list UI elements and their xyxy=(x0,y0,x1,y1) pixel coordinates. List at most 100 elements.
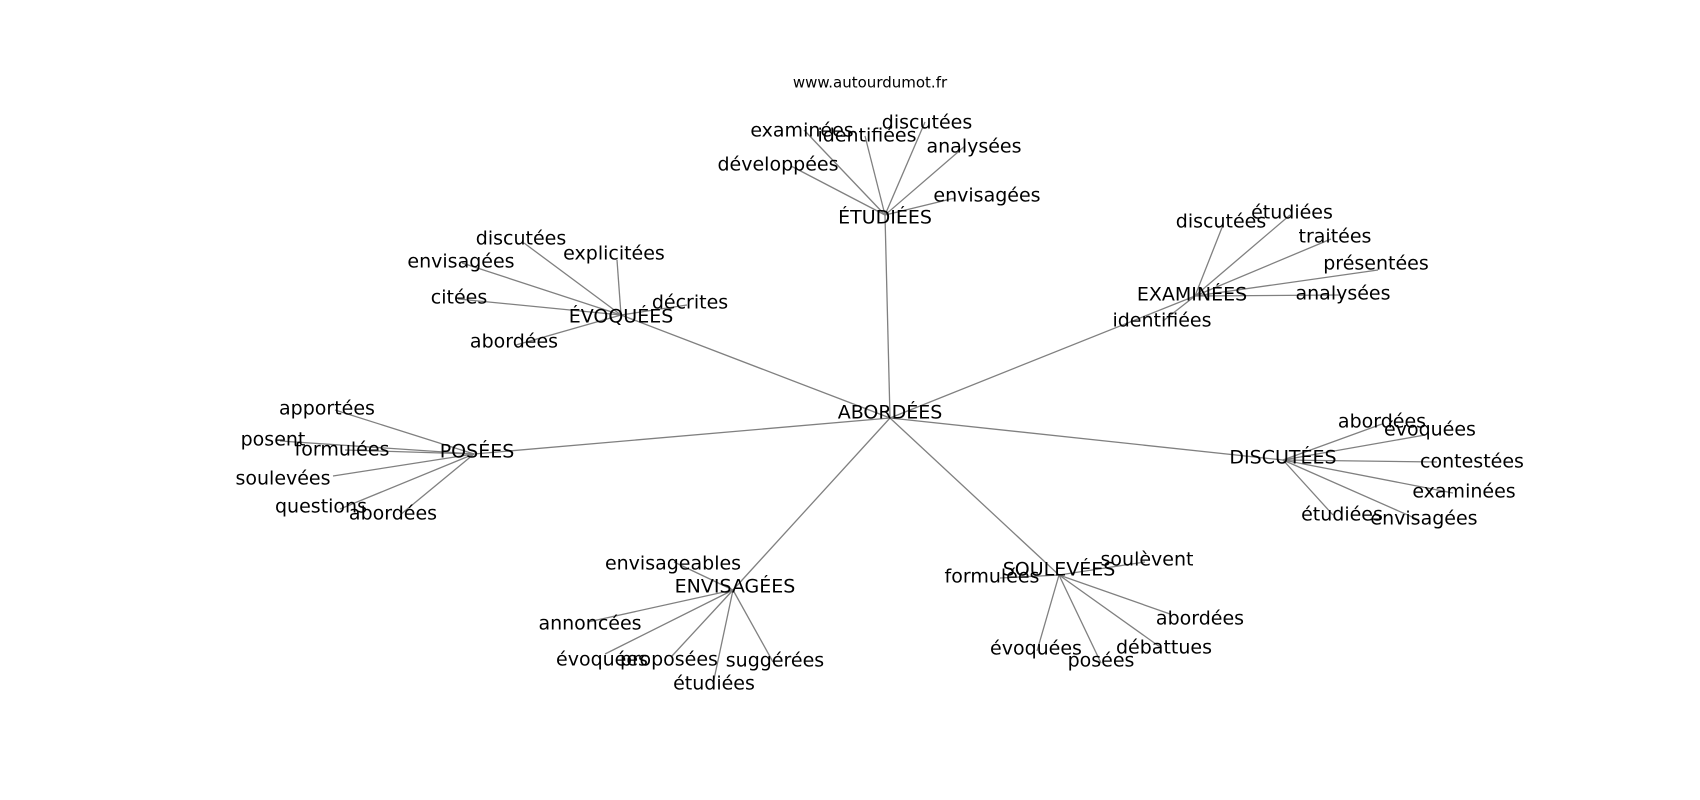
edge-envisagees-leaf-1 xyxy=(587,589,734,623)
edge-evoquees-leaf-1 xyxy=(616,259,622,316)
leaf-node-discutees-0: abordées xyxy=(1338,411,1426,433)
leaf-node-evoquees-5: abordées xyxy=(470,331,558,353)
edge-soulevees-leaf-1 xyxy=(999,574,1060,579)
edge-posees-leaf-1 xyxy=(279,440,475,455)
leaf-node-evoquees-0: discutées xyxy=(476,228,566,250)
leaf-node-examinees-4: analysées xyxy=(1295,283,1390,305)
center-node-label: ABORDÉES xyxy=(838,401,943,424)
edge-discutees-leaf-3 xyxy=(1282,459,1454,494)
edge-etudiees-leaf-2 xyxy=(884,121,926,216)
leaf-node-envisagees-0: envisageables xyxy=(605,553,741,575)
edge-etudiees-leaf-4 xyxy=(790,165,886,216)
edge-evoquees-leaf-5 xyxy=(515,314,622,346)
cluster-node-envisagees: ENVISAGÉES xyxy=(675,575,796,598)
edge-envisagees-leaf-2 xyxy=(604,589,734,655)
leaf-node-posees-4: questions xyxy=(275,496,367,518)
edge-envisagees-leaf-4 xyxy=(732,589,774,663)
leaf-node-examinees-3: présentées xyxy=(1323,253,1429,275)
edge-evoquees-leaf-3 xyxy=(457,298,622,316)
leaf-node-evoquees-3: citées xyxy=(431,287,487,309)
leaf-node-discutees-5: envisagées xyxy=(1370,508,1477,530)
leaf-node-envisagees-2: évoquées xyxy=(556,649,648,671)
edge-envisagees-leaf-3 xyxy=(671,589,734,657)
edge-etudiees-leaf-1 xyxy=(864,135,886,216)
edge-posees-leaf-5 xyxy=(399,453,475,516)
cluster-node-examinees: EXAMINÉES xyxy=(1137,283,1247,306)
leaf-node-etudiees-5: envisagées xyxy=(933,185,1040,207)
leaf-node-posees-3: soulevées xyxy=(235,468,330,490)
edge-soulevees-leaf-0 xyxy=(1058,561,1146,576)
edge-examinees-leaf-5 xyxy=(1162,295,1196,322)
cluster-node-soulevees: SOULEVÉES xyxy=(1003,558,1116,581)
edge-evoquees-leaf-4 xyxy=(620,304,688,316)
edge-discutees-leaf-1 xyxy=(1282,434,1426,461)
leaf-node-examinees-2: traitées xyxy=(1299,226,1372,248)
edge-posees-leaf-3 xyxy=(332,453,475,477)
cluster-node-posees: POSÉES xyxy=(440,440,515,463)
edge-center-discutees xyxy=(889,417,1284,461)
leaf-node-envisagees-5: étudiées xyxy=(673,673,755,695)
leaf-node-etudiees-1: identifiées xyxy=(817,125,916,147)
edge-evoquees-leaf-0 xyxy=(523,242,622,316)
edge-posees-leaf-0 xyxy=(334,409,475,455)
leaf-node-discutees-1: évoquées xyxy=(1384,419,1476,441)
edge-soulevees-leaf-5 xyxy=(1058,574,1102,664)
edge-examinees-leaf-3 xyxy=(1194,269,1379,297)
graph-edges xyxy=(279,121,1454,685)
edge-soulevees-leaf-3 xyxy=(1036,574,1060,652)
leaf-node-examinees-0: discutées xyxy=(1176,211,1266,233)
edge-examinees-leaf-1 xyxy=(1194,214,1291,297)
cluster-node-discutees: DISCUTÉES xyxy=(1229,446,1336,469)
leaf-node-envisagees-1: annoncées xyxy=(538,613,641,635)
cluster-node-evoquees: ÉVOQUÉES xyxy=(569,305,674,328)
source-label: www.autourdumot.fr xyxy=(793,74,948,92)
cluster-node-etudiees: ÉTUDIÉES xyxy=(838,206,932,229)
leaf-node-posees-0: apportées xyxy=(279,398,375,420)
edge-etudiees-leaf-3 xyxy=(884,145,966,216)
leaf-node-soulevees-3: évoquées xyxy=(990,638,1082,660)
edge-etudiees-leaf-5 xyxy=(884,197,956,216)
leaf-node-evoquees-1: explicitées xyxy=(563,243,665,265)
leaf-node-examinees-5: identifiées xyxy=(1112,310,1211,332)
leaf-node-soulevees-4: débattues xyxy=(1116,637,1212,659)
edge-examinees-leaf-0 xyxy=(1194,224,1224,297)
leaf-node-etudiees-3: analysées xyxy=(926,136,1021,158)
edge-discutees-leaf-4 xyxy=(1282,459,1334,516)
leaf-node-soulevees-2: abordées xyxy=(1156,608,1244,630)
leaf-node-etudiees-4: développées xyxy=(718,154,839,176)
edge-posees-leaf-4 xyxy=(339,453,475,510)
edge-center-posees xyxy=(473,417,891,455)
leaf-node-soulevees-5: posées xyxy=(1068,650,1135,672)
edge-center-examinees xyxy=(889,295,1196,419)
edge-posees-leaf-2 xyxy=(344,449,475,455)
leaf-node-discutees-3: examinées xyxy=(1412,481,1515,503)
leaf-node-examinees-1: étudiées xyxy=(1251,202,1333,224)
leaf-node-posees-1: posent xyxy=(241,429,306,451)
edge-examinees-leaf-2 xyxy=(1194,238,1332,297)
leaf-node-envisagees-3: proposées xyxy=(620,649,718,671)
edge-center-etudiees xyxy=(884,214,891,419)
edge-center-envisagees xyxy=(732,417,891,591)
edge-discutees-leaf-5 xyxy=(1282,459,1420,521)
edge-center-soulevees xyxy=(889,417,1060,576)
edge-envisagees-leaf-0 xyxy=(673,561,734,591)
leaf-node-evoquees-4: décrites xyxy=(652,292,728,314)
edge-etudiees-leaf-0 xyxy=(803,129,886,216)
leaf-node-posees-2: formulées xyxy=(295,439,390,461)
leaf-node-evoquees-2: envisagées xyxy=(407,251,514,273)
edge-soulevees-leaf-4 xyxy=(1058,574,1161,648)
leaf-node-etudiees-2: discutées xyxy=(882,112,972,134)
edge-evoquees-leaf-2 xyxy=(461,262,622,316)
graph-labels: www.autourdumot.fr ABORDÉES ÉTUDIÉES exami… xyxy=(235,74,1523,695)
edge-envisagees-leaf-5 xyxy=(712,589,734,685)
edge-examinees-leaf-4 xyxy=(1194,294,1341,297)
leaf-node-etudiees-0: examinées xyxy=(750,120,853,142)
leaf-node-envisagees-4: suggérées xyxy=(726,650,824,672)
leaf-node-discutees-4: étudiées xyxy=(1301,504,1383,526)
edge-discutees-leaf-0 xyxy=(1282,423,1383,461)
leaf-node-posees-5: abordées xyxy=(349,503,437,525)
leaf-node-soulevees-1: formulées xyxy=(945,566,1040,588)
leaf-node-discutees-2: contestées xyxy=(1420,451,1524,473)
edge-soulevees-leaf-2 xyxy=(1058,574,1171,615)
